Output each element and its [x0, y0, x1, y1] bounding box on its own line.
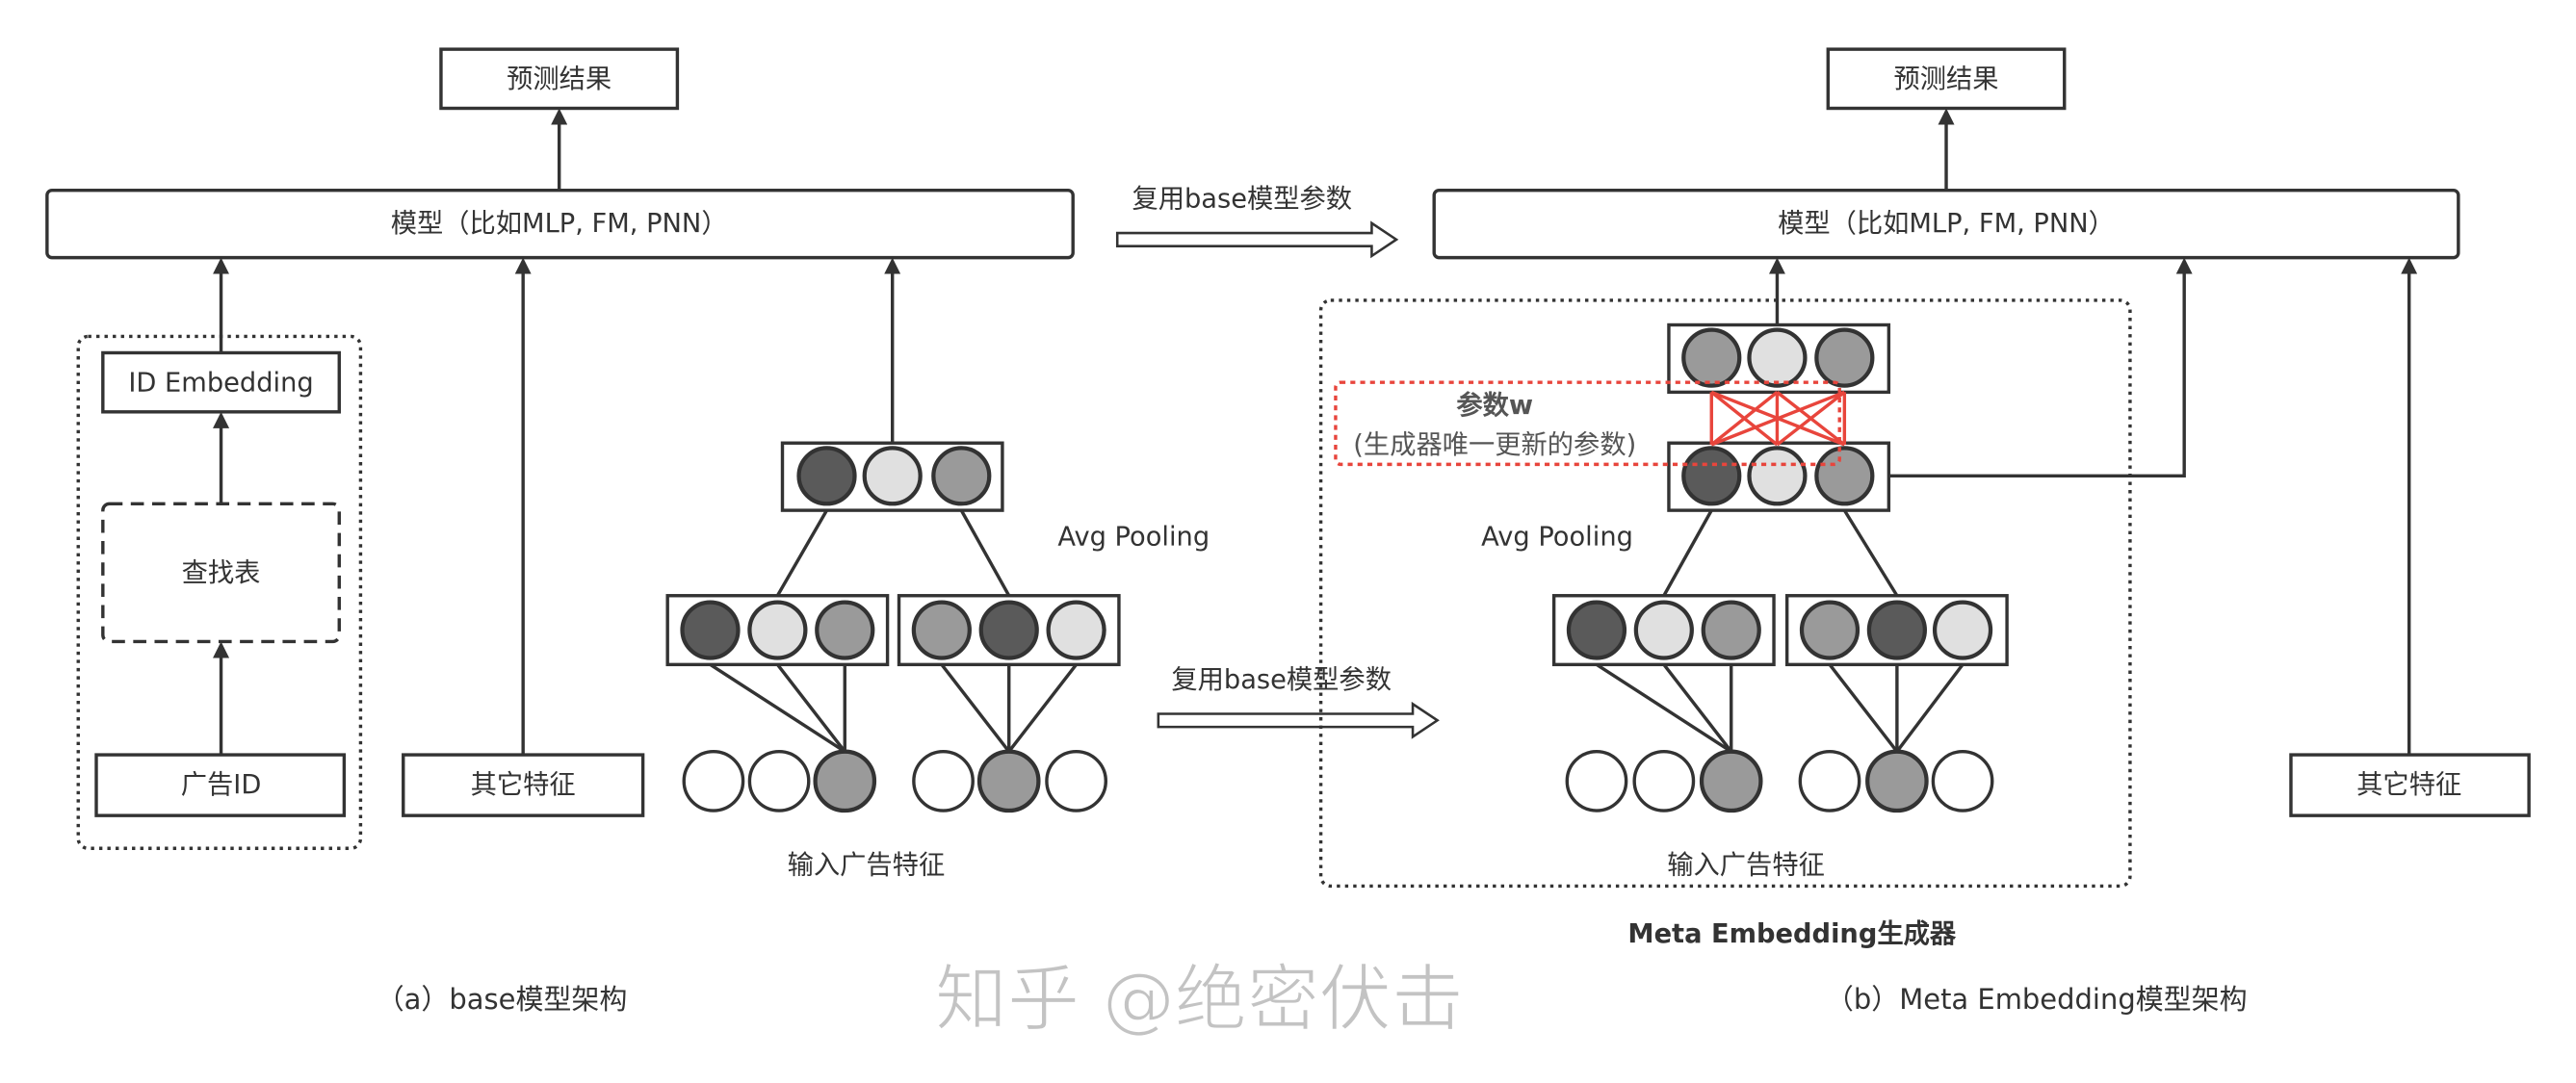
meta-embedding-model-diagram: 预测结果 模型（比如MLP, FM, PNN） 参数w (生成器唯一更新的参数)…: [1318, 47, 2531, 1016]
model-box: [1432, 189, 2460, 260]
node: [815, 600, 875, 660]
lookup-table-label: 查找表: [182, 558, 261, 588]
node: [747, 600, 808, 660]
model-label: 模型（比如MLP, FM, PNN）: [1778, 209, 2115, 239]
input-node: [1632, 749, 1696, 812]
node: [1633, 600, 1694, 660]
caption-b: （b）Meta Embedding模型架构: [1826, 983, 2248, 1016]
node: [1681, 327, 1742, 388]
input-node: [1931, 749, 1994, 812]
other-features-label: 其它特征: [471, 770, 576, 800]
input-features-label: 输入广告特征: [1667, 851, 1825, 881]
node: [1046, 600, 1106, 660]
prediction-label: 预测结果: [507, 64, 611, 94]
node: [1932, 600, 1993, 660]
input-node: [682, 749, 745, 812]
avg-pooling-label: Avg Pooling: [1481, 523, 1633, 553]
caption-a: （a）base模型架构: [377, 983, 628, 1016]
generator-label: Meta Embedding生成器: [1627, 919, 1956, 949]
input-node: [747, 749, 811, 812]
other-features-label: 其它特征: [2356, 770, 2461, 800]
hollow-arrow-icon: [1157, 701, 1440, 739]
base-model-diagram: 预测结果 模型（比如MLP, FM, PNN） ID Embedding 查找表…: [45, 47, 1210, 1016]
id-embedding-label: ID Embedding: [128, 368, 313, 398]
prediction-box: [439, 47, 680, 111]
node: [1747, 327, 1808, 388]
node: [1814, 446, 1875, 506]
model-label: 模型（比如MLP, FM, PNN）: [391, 209, 728, 239]
input-node: [976, 749, 1041, 813]
model-box: [45, 189, 1075, 260]
input-node: [1045, 749, 1107, 812]
node: [1701, 600, 1761, 660]
node: [931, 446, 992, 506]
node: [1681, 446, 1742, 506]
prediction-label: 预测结果: [1893, 64, 1998, 94]
input-node: [813, 749, 877, 813]
input-features-label: 输入广告特征: [788, 851, 946, 881]
reuse-label-top: 复用base模型参数: [1132, 184, 1352, 214]
param-w-label: 参数w: [1456, 390, 1533, 421]
reuse-label-bottom: 复用base模型参数: [1171, 665, 1392, 695]
node: [1866, 600, 1927, 660]
input-node: [1865, 749, 1929, 813]
avg-pooling-label: Avg Pooling: [1057, 523, 1210, 553]
node: [1799, 600, 1860, 660]
param-note-label: (生成器唯一更新的参数): [1353, 430, 1636, 460]
other-features-box: [402, 753, 645, 817]
node: [1814, 327, 1875, 388]
node: [911, 600, 972, 660]
reuse-arrows: 复用base模型参数 复用base模型参数: [1115, 184, 1440, 739]
ad-id-label: 广告ID: [181, 770, 262, 800]
node: [978, 600, 1039, 660]
input-node: [1565, 749, 1628, 812]
generator-dotted-box: [1318, 298, 2132, 889]
node: [680, 600, 741, 660]
node: [796, 446, 857, 506]
param-w-highlight: [1334, 380, 1841, 467]
node: [1566, 600, 1627, 660]
prediction-box: [1826, 47, 2067, 111]
weight-connections: [1709, 390, 1847, 447]
node: [862, 446, 923, 506]
input-node: [1699, 749, 1763, 813]
node: [1747, 446, 1808, 506]
input-node: [1798, 749, 1861, 812]
hollow-arrow-icon: [1115, 220, 1399, 259]
input-node: [912, 749, 975, 812]
other-features-box: [2289, 753, 2531, 817]
watermark: 知乎 @绝密伏击: [935, 957, 1464, 1042]
